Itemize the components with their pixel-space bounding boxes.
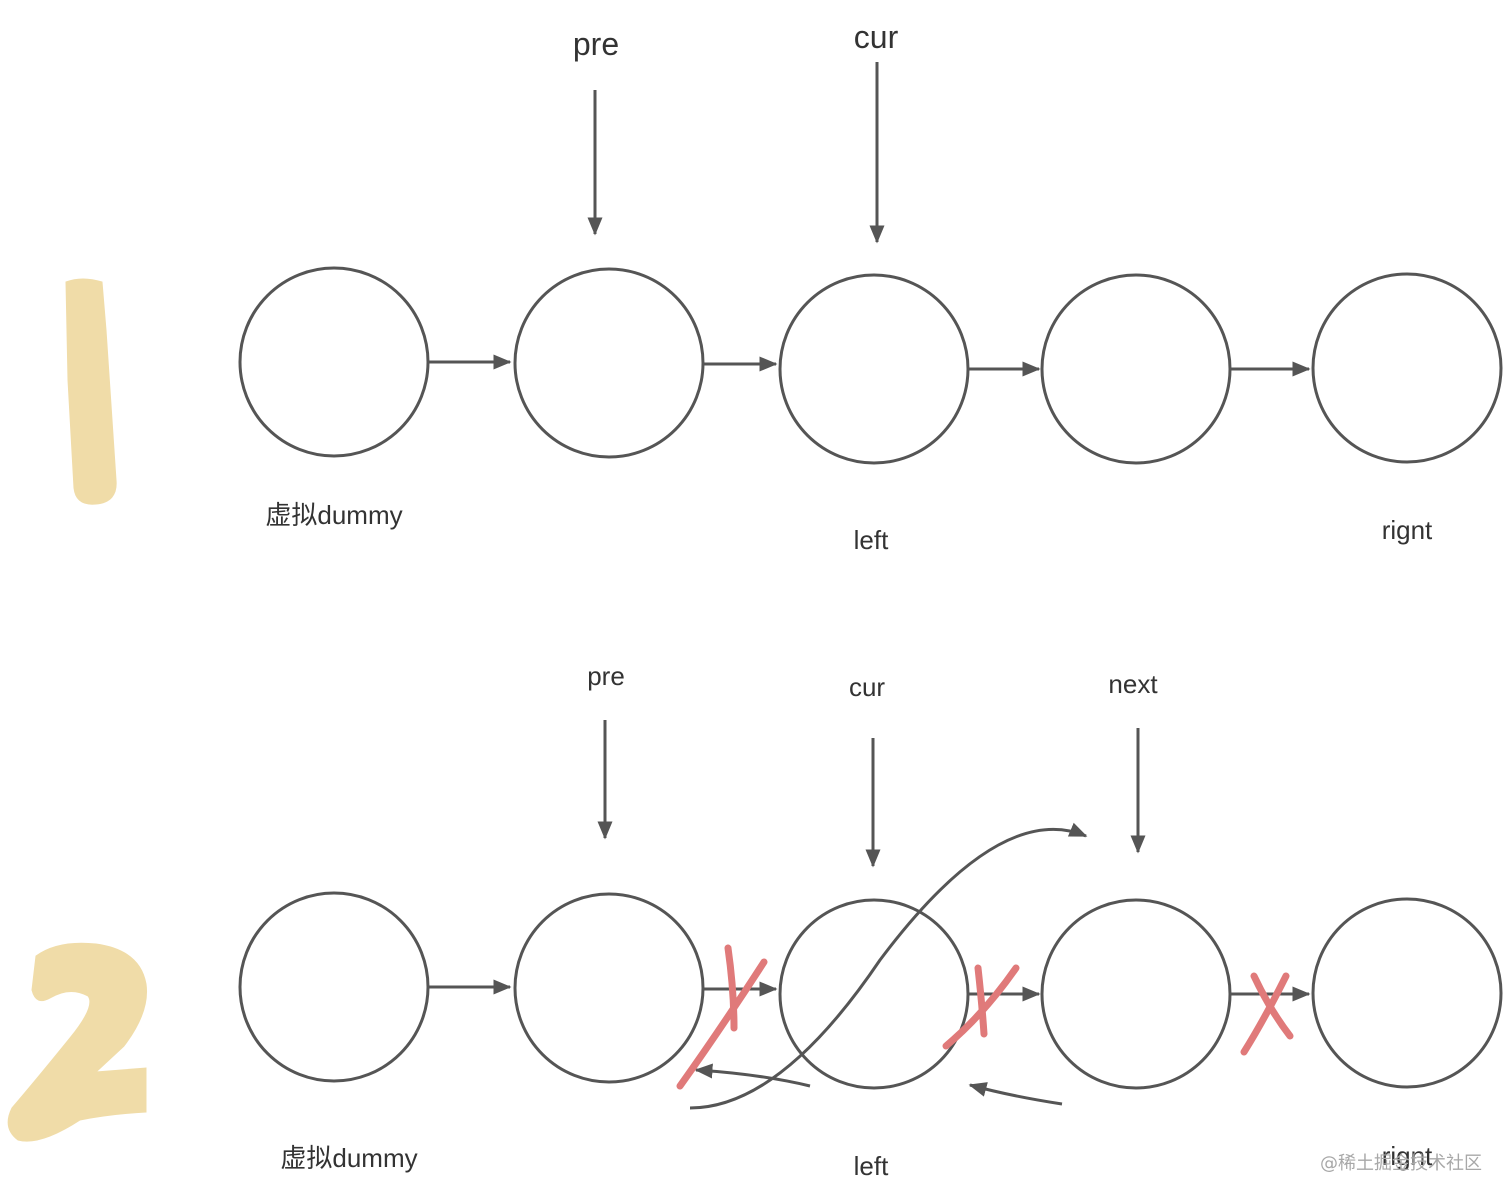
node-dummy-2 [238, 891, 430, 1083]
watermark: @稀土掘金技术社区 [1320, 1153, 1482, 1174]
left-label-2: left [854, 1151, 889, 1181]
node-right-2 [1311, 897, 1503, 1089]
node-right-1 [1311, 272, 1503, 464]
node-pre-2 [513, 892, 705, 1084]
fourth-reverse-arrow [968, 1082, 1063, 1106]
node-left-2 [778, 898, 970, 1090]
cross-out-mark-2 [942, 964, 1020, 1050]
step-number-2 [7, 942, 148, 1142]
cross-out-mark-1 [676, 944, 768, 1090]
next-label-2: next [1108, 669, 1158, 699]
node-fourth-1 [1040, 273, 1232, 465]
node-pre-1 [513, 267, 705, 459]
cross-out-mark-3 [1240, 972, 1294, 1056]
cur-label-2: cur [849, 672, 885, 702]
cur-label-1: cur [854, 19, 899, 55]
left-label-1: left [854, 525, 889, 555]
node-dummy-1 [238, 266, 430, 458]
node-fourth-2 [1040, 898, 1232, 1090]
right-label-2: rignt [1382, 1141, 1433, 1171]
right-label-1: rignt [1382, 515, 1433, 545]
dummy-label-1: 虚拟dummy [265, 500, 402, 530]
left-reverse-arrow [694, 1063, 811, 1088]
pre-label-1: pre [573, 26, 619, 62]
pre-label-2: pre [587, 661, 625, 691]
dummy-label-2: 虚拟dummy [280, 1143, 417, 1173]
node-left-1 [778, 273, 970, 465]
step-number-1 [65, 278, 117, 505]
pre-to-next-curve-arrow [689, 822, 1088, 1110]
